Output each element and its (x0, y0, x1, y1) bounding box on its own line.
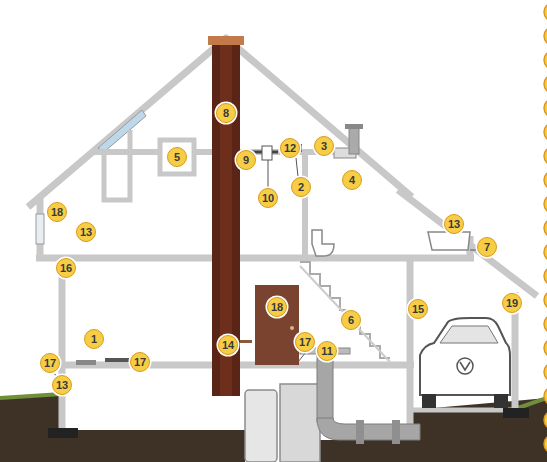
knee-wall (160, 140, 194, 174)
duct-joint (356, 420, 364, 444)
leader-line (268, 160, 269, 188)
interior-wall (302, 152, 308, 258)
callout-number: 5 (167, 147, 187, 167)
legend-marker (544, 27, 547, 45)
chimney-sill (240, 340, 252, 343)
earth (62, 430, 245, 462)
callout-number: 18 (47, 202, 67, 222)
sill (76, 360, 96, 365)
chimney (212, 44, 240, 396)
callout-number: 9 (236, 150, 256, 170)
callout-number: 13 (52, 375, 72, 395)
callout-number: 13 (444, 214, 464, 234)
garage-wall (407, 258, 414, 440)
chimney-cap (208, 36, 244, 45)
window (36, 214, 44, 244)
hatch (262, 146, 272, 160)
leader-line (298, 352, 306, 362)
furnace (280, 384, 320, 462)
wheel (422, 394, 436, 408)
callout-number: 18 (267, 297, 287, 317)
legend-marker (544, 339, 547, 357)
skylight (98, 110, 146, 152)
legend-marker (544, 171, 547, 189)
callout-number: 17 (130, 352, 150, 372)
door (255, 285, 299, 365)
legend-marker (544, 219, 547, 237)
lower-wall (59, 258, 66, 432)
callout-number: 2 (291, 177, 311, 197)
callout-number: 17 (40, 353, 60, 373)
car-window (440, 326, 498, 343)
grass (0, 394, 62, 398)
legend-marker (544, 435, 547, 453)
vent-cap (345, 124, 363, 129)
car (420, 318, 510, 395)
skylight-shaft (104, 130, 130, 200)
duct-joint (392, 420, 400, 444)
footing (48, 428, 78, 438)
legend-marker (544, 243, 547, 261)
wheel (494, 394, 508, 408)
legend-markers (544, 3, 547, 453)
water-heater (245, 390, 277, 462)
toilet (312, 230, 334, 256)
duct (317, 354, 333, 422)
callout-number: 12 (280, 138, 300, 158)
footing (503, 408, 529, 418)
duct-elbow (317, 418, 420, 440)
callout-number: 1 (84, 329, 104, 349)
upper-wall (37, 198, 44, 260)
garage-roof (398, 190, 537, 296)
callout-number: 14 (218, 335, 238, 355)
legend-marker (544, 195, 547, 213)
bathtub (428, 232, 470, 250)
legend-marker (544, 411, 547, 429)
grass (515, 398, 547, 409)
callout-number: 10 (258, 188, 278, 208)
legend-marker (544, 363, 547, 381)
garage-floor (410, 408, 518, 413)
callout-number: 4 (342, 170, 362, 190)
legend-marker (544, 291, 547, 309)
callout-number: 13 (76, 222, 96, 242)
callout-number: 8 (216, 103, 236, 123)
callout-number: 16 (56, 258, 76, 278)
legend-marker (544, 387, 547, 405)
legend-marker (544, 123, 547, 141)
legend-marker (544, 75, 547, 93)
legend-marker (544, 267, 547, 285)
car-badge (457, 358, 473, 374)
callout-number: 6 (341, 310, 361, 330)
legend-marker (544, 99, 547, 117)
door-knob (290, 326, 294, 330)
legend-marker (544, 3, 547, 21)
callout-number: 11 (317, 341, 337, 361)
callout-number: 15 (408, 299, 428, 319)
stringer (300, 266, 390, 362)
callout-number: 17 (295, 332, 315, 352)
callout-number: 7 (477, 237, 497, 257)
callout-number: 3 (314, 136, 334, 156)
legend-marker (544, 315, 547, 333)
callout-number: 19 (502, 293, 522, 313)
car-badge (460, 362, 470, 370)
vent-stack (349, 128, 359, 154)
legend-marker (544, 147, 547, 165)
legend-marker (544, 51, 547, 69)
